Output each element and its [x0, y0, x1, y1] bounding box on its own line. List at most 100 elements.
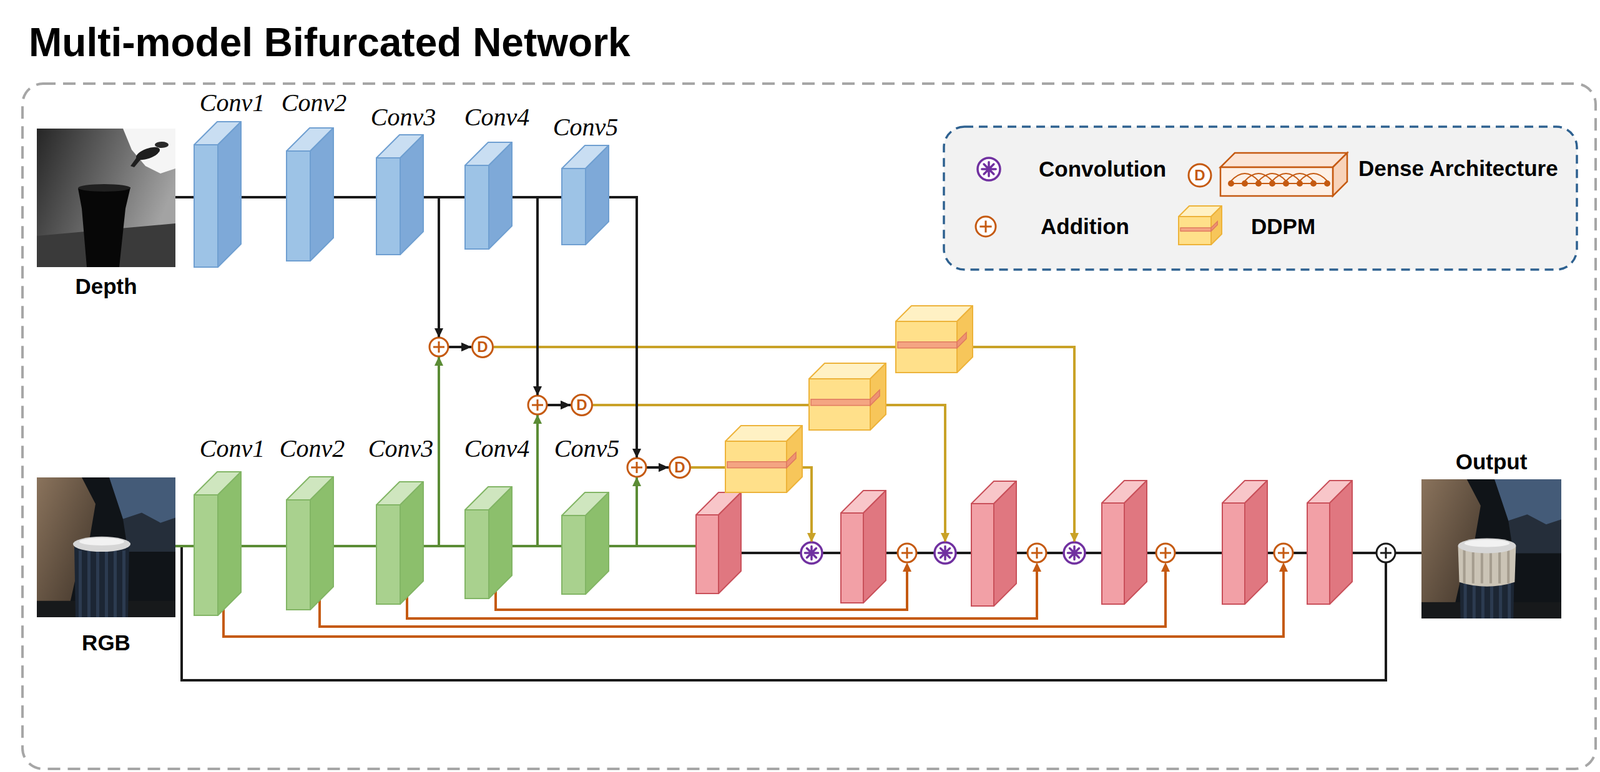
lace-stripe	[1489, 549, 1493, 584]
decoder-block	[971, 481, 1017, 607]
addition-circle	[1156, 543, 1175, 563]
connector	[240, 196, 287, 199]
lace-stripe	[1506, 549, 1510, 584]
outer-frame	[22, 83, 1596, 770]
dense-dot	[1296, 180, 1303, 187]
conv-block: Conv4	[465, 142, 512, 250]
label-wrap: Conv1	[199, 88, 265, 118]
addition-symbol	[1027, 543, 1047, 563]
slab-front	[561, 168, 586, 245]
arrow-head	[1279, 562, 1288, 572]
decoder-block	[696, 492, 742, 594]
slab-side	[310, 476, 334, 610]
ddpm-bar	[957, 332, 967, 349]
legend-dense-circle	[1188, 164, 1212, 187]
addition-symbol	[627, 458, 647, 477]
slab-front	[194, 144, 218, 268]
layer-label: Conv2	[281, 88, 347, 118]
node-shape	[194, 121, 241, 268]
addition-cross	[433, 341, 445, 353]
convolution-star	[804, 546, 818, 560]
dense-circle-outline	[472, 337, 494, 358]
legend-text: Dense Architecture	[1358, 155, 1559, 182]
dense-circle: D	[668, 456, 692, 479]
addition-circle	[627, 458, 647, 477]
lace-top	[79, 538, 125, 546]
dense-link	[1299, 173, 1328, 182]
convolution-circle	[800, 542, 823, 564]
decoder-block	[1101, 480, 1147, 605]
layer-label: Conv4	[464, 434, 530, 464]
legend-text: Addition	[1040, 213, 1130, 240]
slab-side	[1244, 480, 1268, 605]
dense-box-top	[1220, 152, 1348, 168]
column-stripe	[122, 550, 126, 618]
column-stripe	[96, 550, 100, 618]
connector	[175, 196, 195, 199]
slab-side	[400, 481, 424, 605]
slab-side	[870, 363, 886, 431]
addition-circle	[1376, 543, 1396, 563]
connector	[240, 544, 287, 548]
slab-side	[718, 492, 742, 594]
arrow-head	[1069, 533, 1079, 543]
dense-dot	[1255, 180, 1262, 187]
slab-side	[863, 490, 886, 604]
image-label: Output	[1455, 449, 1528, 475]
dense-dot	[1269, 180, 1276, 187]
conv-slab	[286, 127, 334, 261]
scene-background	[36, 477, 176, 618]
slab-front	[1178, 216, 1212, 245]
label-wrap: Conv2	[279, 434, 345, 464]
addition-cross	[631, 461, 643, 474]
addition-cross	[901, 547, 913, 559]
arrow-head	[1161, 562, 1170, 572]
slab-side	[786, 425, 803, 493]
legend-entry: DDPM	[1251, 213, 1316, 240]
node-shape	[465, 486, 512, 599]
layer-label: Conv3	[368, 434, 434, 464]
legend-entry: Convolution	[1038, 156, 1167, 183]
slab-front	[1307, 503, 1330, 605]
decoder-block	[840, 490, 886, 604]
dense-dot	[1310, 180, 1317, 187]
layer-label: Conv1	[199, 434, 265, 464]
addition-cross	[1159, 547, 1172, 559]
scene-background	[1421, 479, 1562, 619]
label-wrap: Depth	[74, 274, 137, 300]
slab-front	[286, 151, 311, 261]
slab-front	[809, 378, 871, 431]
title-wrap: Multi-model Bifurcated Network	[28, 18, 631, 67]
slab-side	[488, 486, 512, 599]
ddpm-cube	[1178, 206, 1222, 245]
slab-front	[1222, 503, 1245, 605]
label-wrap: Conv1	[199, 434, 265, 464]
lace-stripe	[1472, 549, 1475, 584]
skip-wire	[181, 546, 1386, 681]
addition-cross	[1277, 547, 1290, 559]
layer-label: Conv3	[370, 103, 436, 132]
convolution-circle	[934, 542, 956, 564]
label-wrap: Output	[1455, 449, 1528, 475]
dense-architecture-symbol	[1220, 152, 1348, 197]
convolution-star	[981, 162, 996, 177]
convolution-symbol	[977, 157, 1001, 181]
conv-block: Conv5	[561, 145, 609, 245]
slab-front	[561, 515, 586, 595]
rgb-image: RGB	[36, 477, 176, 618]
convolution-circle	[1063, 542, 1085, 564]
vase	[78, 187, 131, 268]
slab-front	[286, 500, 311, 610]
label-wrap: Conv3	[370, 103, 436, 132]
dense-letter: D	[476, 339, 488, 355]
layer-label: Conv5	[554, 434, 620, 464]
lace-stripe	[1498, 549, 1501, 584]
column-stripe	[113, 550, 117, 618]
ddpm-cube	[895, 305, 973, 373]
connector	[423, 197, 472, 348]
depth-image: Depth	[36, 128, 176, 268]
node-shape	[561, 145, 609, 245]
decoder-block	[1307, 480, 1353, 605]
arrow-head	[902, 562, 912, 572]
